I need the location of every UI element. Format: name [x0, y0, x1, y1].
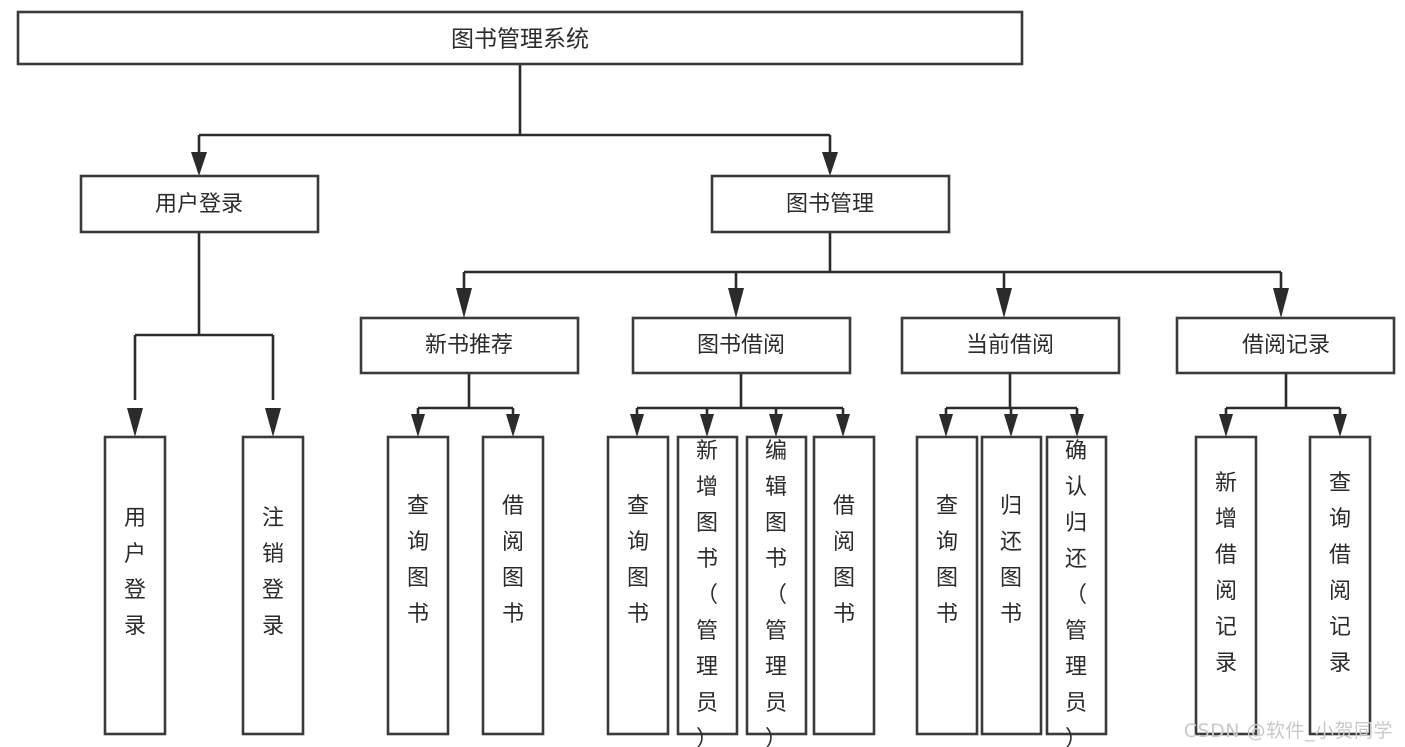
leaf-new-book-borrow-label: 借阅图书 — [502, 494, 524, 627]
node-book-borrow-box[interactable] — [631, 316, 852, 375]
leaf-user-login-login-box[interactable] — [103, 435, 167, 736]
node-new-book-recommend[interactable]: 新书推荐 — [359, 316, 580, 375]
leaf-book-borrow-edit[interactable]: 编辑图书（管理员） — [745, 435, 808, 747]
node-new-book-recommend-box[interactable] — [359, 316, 580, 375]
leaf-new-book-borrow[interactable]: 借阅图书 — [481, 435, 545, 736]
node-user-login-label: 用户登录 — [155, 192, 243, 217]
node-book-management-box[interactable] — [710, 174, 951, 234]
node-root[interactable]: 图书管理系统 — [16, 10, 1024, 66]
arrow-head-br-leaf-2 — [1333, 414, 1347, 437]
leaf-current-borrow-return[interactable]: 归还图书 — [980, 435, 1043, 736]
leaf-new-book-borrow-box[interactable] — [481, 435, 545, 736]
leaf-book-borrow-borrow[interactable]: 借阅图书 — [812, 435, 876, 736]
leaf-borrow-record-add-box[interactable] — [1194, 435, 1258, 736]
leaf-new-book-query[interactable]: 查询图书 — [386, 435, 450, 736]
node-current-borrow[interactable]: 当前借阅 — [900, 316, 1121, 375]
leaf-book-borrow-add-label: 新增图书（管理员） — [696, 439, 718, 747]
leaf-user-login-logout-box[interactable] — [241, 435, 305, 736]
node-book-borrow-label: 图书借阅 — [697, 333, 785, 358]
arrow-head-leaf-user-login — [127, 408, 143, 437]
arrow-head-nb-leaf-2 — [506, 414, 520, 437]
arrow-head-br-leaf-1 — [1219, 414, 1233, 437]
arrow-head-current-borrow — [996, 288, 1012, 318]
arrow-head-cb-leaf-2 — [1004, 414, 1018, 437]
leaf-borrow-record-query-box[interactable] — [1308, 435, 1372, 736]
leaf-borrow-record-add[interactable]: 新增借阅记录 — [1194, 435, 1258, 736]
node-current-borrow-box[interactable] — [900, 316, 1121, 375]
leaf-book-borrow-add[interactable]: 新增图书（管理员） — [676, 435, 739, 747]
leaf-user-login-login[interactable]: 用户登录 — [103, 435, 167, 736]
arrow-head-bb-leaf-2 — [700, 414, 714, 437]
node-book-management-label: 图书管理 — [786, 192, 874, 217]
node-borrow-record-label: 借阅记录 — [1242, 333, 1330, 358]
leaf-borrow-record-add-label: 新增借阅记录 — [1215, 471, 1237, 676]
arrow-head-nb-leaf-1 — [411, 414, 425, 437]
node-book-management[interactable]: 图书管理 — [710, 174, 951, 234]
leaf-current-borrow-query-box[interactable] — [915, 435, 979, 736]
leaf-current-borrow-return-label: 归还图书 — [1000, 494, 1022, 627]
arrow-head-book-borrow — [728, 288, 744, 318]
leaf-book-borrow-query[interactable]: 查询图书 — [606, 435, 670, 736]
leaf-book-borrow-query-box[interactable] — [606, 435, 670, 736]
arrow-head-cb-leaf-1 — [939, 414, 953, 437]
leaf-current-borrow-confirm-box[interactable] — [1045, 435, 1108, 736]
node-book-borrow[interactable]: 图书借阅 — [631, 316, 852, 375]
node-root-label: 图书管理系统 — [451, 27, 589, 53]
arrow-head-bb-leaf-1 — [630, 414, 644, 437]
leaf-book-borrow-query-label: 查询图书 — [627, 494, 649, 627]
leaf-book-borrow-add-box[interactable] — [676, 435, 739, 736]
arrow-head-bb-leaf-4 — [836, 414, 850, 437]
leaf-book-borrow-borrow-label: 借阅图书 — [833, 494, 855, 627]
arrow-head-new-book — [456, 288, 472, 318]
leaf-new-book-query-label: 查询图书 — [407, 494, 429, 627]
node-new-book-recommend-label: 新书推荐 — [425, 333, 513, 358]
leaf-user-login-logout[interactable]: 注销登录 — [241, 435, 305, 736]
leaf-new-book-query-box[interactable] — [386, 435, 450, 736]
leaf-borrow-record-query-label: 查询借阅记录 — [1329, 471, 1351, 676]
leaf-current-borrow-return-box[interactable] — [980, 435, 1043, 736]
connectors-layer — [127, 64, 1347, 437]
leaf-book-borrow-borrow-box[interactable] — [812, 435, 876, 736]
arrow-head-cb-leaf-3 — [1070, 414, 1084, 437]
leaf-current-borrow-query[interactable]: 查询图书 — [915, 435, 979, 736]
arrow-head-leaf-logout — [265, 408, 281, 437]
arrow-head-bb-leaf-3 — [769, 414, 783, 437]
leaf-book-borrow-edit-label: 编辑图书（管理员） — [765, 439, 787, 747]
node-current-borrow-label: 当前借阅 — [966, 333, 1054, 358]
node-user-login[interactable]: 用户登录 — [79, 174, 320, 234]
leaf-current-borrow-confirm[interactable]: 确认归还（管理员） — [1045, 435, 1108, 747]
node-borrow-record[interactable]: 借阅记录 — [1175, 316, 1396, 375]
leaf-user-login-login-label: 用户登录 — [124, 506, 146, 639]
leaf-current-borrow-query-label: 查询图书 — [936, 494, 958, 627]
watermark-text: CSDN @软件_小贺同学 — [1183, 720, 1393, 742]
leaf-book-borrow-edit-box[interactable] — [745, 435, 808, 736]
node-user-login-box[interactable] — [79, 174, 320, 234]
node-root-box[interactable] — [16, 10, 1024, 66]
arrow-head-user-login — [191, 152, 207, 176]
leaf-borrow-record-query[interactable]: 查询借阅记录 — [1308, 435, 1372, 736]
node-borrow-record-box[interactable] — [1175, 316, 1396, 375]
leaf-current-borrow-confirm-label: 确认归还（管理员） — [1065, 439, 1087, 747]
arrow-head-borrow-record — [1273, 288, 1289, 318]
arrow-head-book-mgmt — [822, 152, 838, 176]
leaf-user-login-logout-label: 注销登录 — [262, 506, 284, 639]
